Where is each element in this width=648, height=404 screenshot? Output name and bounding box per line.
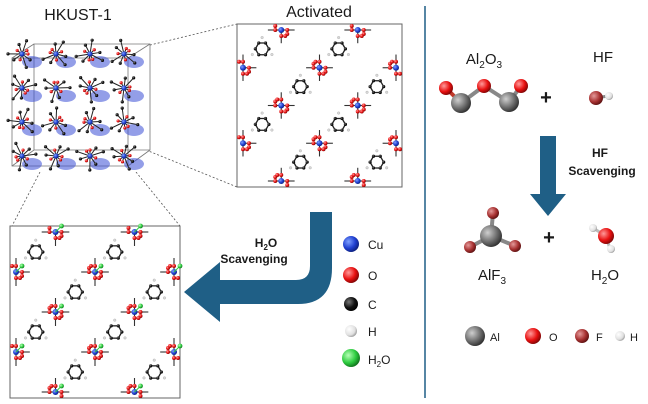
water-scavenging-label-line1: H2O (255, 236, 277, 252)
zoom-line-bottom (145, 149, 238, 188)
water-molecule (589, 224, 615, 253)
legend-al-label: Al (490, 332, 500, 344)
product-water-label: H2O (591, 267, 619, 287)
hf-scavenging-label-line2: Scavenging (568, 164, 635, 178)
right-legend: Al O F H (465, 326, 638, 346)
legend-al-atom (465, 326, 485, 346)
legend-water-atom (342, 349, 360, 367)
legend-o-atom-right (525, 328, 541, 344)
legend-cu-label: Cu (368, 238, 383, 252)
legend-water-label: H2O (368, 353, 390, 369)
alf3-molecule (464, 207, 521, 253)
legend-o-label-right: O (549, 332, 558, 344)
water-scavenging-arrow (184, 212, 332, 322)
plus-sign-reactants: + (540, 87, 552, 109)
legend-h-label: H (368, 325, 377, 339)
hydrated-framework-image (9, 223, 183, 399)
legend-h-atom (345, 325, 357, 337)
zoom-line-top (145, 23, 238, 47)
left-legend: Cu O C H H2O (342, 236, 390, 369)
legend-h-atom-right (615, 331, 625, 341)
legend-f-atom (575, 329, 589, 343)
legend-c-label: C (368, 298, 377, 312)
reactant-hf-label: HF (593, 49, 613, 66)
product-alf3-label: AlF3 (478, 267, 507, 287)
hf-scavenging-label-line1: HF (592, 146, 608, 160)
hf-scavenging-arrow (530, 136, 566, 216)
plus-sign-products: + (543, 227, 555, 249)
activated-title: Activated (286, 4, 352, 21)
legend-f-label: F (596, 332, 603, 344)
hkust-title: HKUST-1 (44, 7, 112, 24)
reactant-al2o3-label: Al2O3 (466, 51, 503, 71)
activated-framework-image (236, 23, 403, 188)
legend-cu-atom (343, 236, 359, 252)
zoom-line-lower-right (135, 171, 181, 227)
legend-c-atom (344, 297, 358, 311)
hf-molecule (589, 91, 613, 105)
zoom-line-lower-left (11, 171, 41, 227)
water-scavenging-label-line2: Scavenging (220, 252, 287, 266)
hkust-crystal-image (6, 30, 151, 172)
legend-o-atom (343, 267, 359, 283)
legend-h-label-right: H (630, 332, 638, 344)
al2o3-molecule (439, 79, 528, 113)
legend-o-label: O (368, 269, 377, 283)
